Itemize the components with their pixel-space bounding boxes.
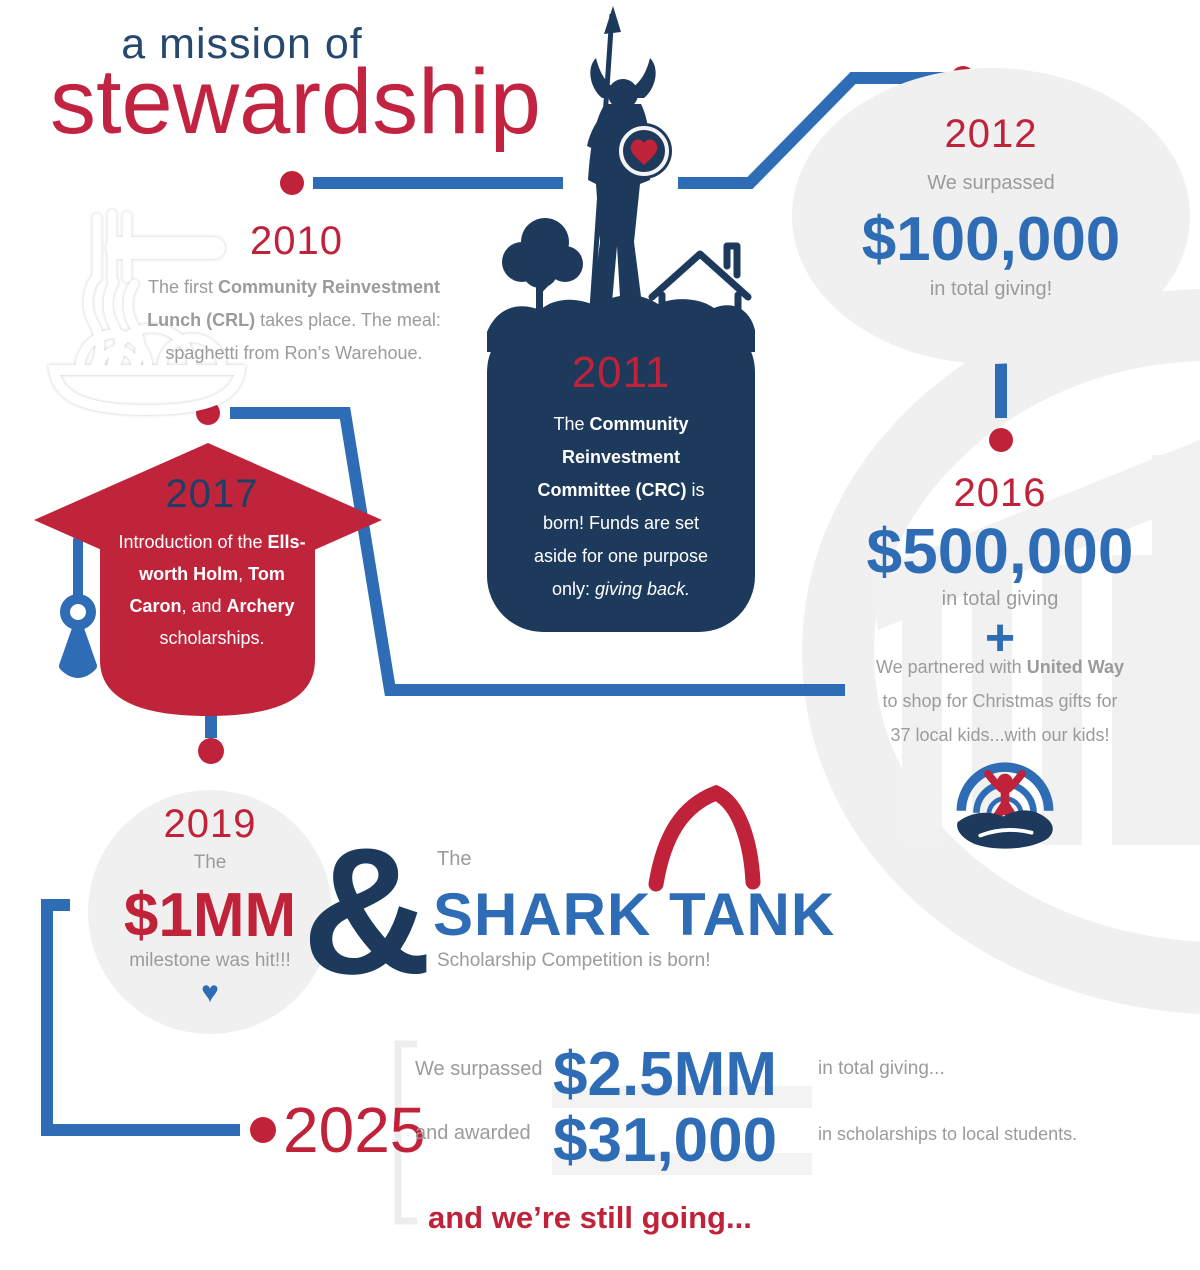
- shark-fin-icon: [648, 784, 761, 892]
- tree-icon: [502, 218, 583, 316]
- arc-ring-decoration: [801, 289, 1200, 1014]
- shark-tank-title: SHARK TANK: [433, 881, 836, 948]
- house-icon: [648, 242, 752, 338]
- year-2025: 2025: [283, 1094, 426, 1166]
- connector-2019-to-2025: [41, 899, 240, 1136]
- viking-statue-icon: [487, 6, 755, 352]
- dot-2016: [989, 428, 1013, 452]
- statue-arm: [587, 112, 613, 152]
- ampersand: &: [302, 811, 432, 1012]
- helmet-icon: [590, 58, 656, 98]
- year-2010: 2010: [250, 219, 343, 263]
- text-2012-outro: in total giving!: [929, 278, 1053, 300]
- bubble-2012: 2012 We surpassed $100,000 in total givi…: [792, 68, 1190, 364]
- text-2012-intro: We surpassed: [927, 172, 1055, 194]
- amount-2019: $1MM: [123, 881, 297, 950]
- connector-2010-to-2016: [230, 407, 845, 696]
- page-title: stewardship: [50, 51, 541, 153]
- bank-building-icon: [872, 440, 1200, 845]
- year-2012: 2012: [944, 112, 1038, 156]
- graduation-cap-icon: [34, 443, 382, 716]
- tassel-icon: [59, 535, 97, 678]
- footer-2025: and we’re still going...: [428, 1200, 752, 1235]
- title-line-1: a mission of: [121, 20, 363, 68]
- text-shark-pre: The: [437, 848, 472, 870]
- year-2017: 2017: [165, 472, 259, 516]
- amount-2025-row2: $31,000: [553, 1106, 778, 1175]
- text-2017: Introduction of the Ells-worth Holm, Tom…: [118, 532, 306, 648]
- bubble-2019: 2019 The $1MM milestone was hit!!! ♥: [88, 790, 332, 1034]
- united-way-icon: [956, 762, 1054, 849]
- connector-statue-to-2012: [678, 72, 948, 189]
- amount-2016: $500,000: [866, 515, 1134, 587]
- heart-icon: ♥: [201, 976, 219, 1009]
- year-2019: 2019: [163, 802, 257, 846]
- year-2011: 2011: [571, 348, 671, 397]
- suffix-2025-row1: in total giving...: [818, 1058, 945, 1079]
- amount-2012: $100,000: [861, 205, 1121, 274]
- highlight-bar-row2: [552, 1153, 812, 1175]
- dot-title: [280, 171, 304, 195]
- text-2016-sub: in total giving: [941, 588, 1059, 610]
- label-2025-row2: and awarded: [415, 1122, 531, 1144]
- dot-2019: [198, 738, 224, 764]
- text-2019-post: milestone was hit!!!: [129, 950, 291, 971]
- shield-heart-icon: [616, 123, 672, 179]
- highlight-bar-row1: [552, 1086, 812, 1108]
- text-shark-sub: Scholarship Competition is born!: [437, 950, 711, 971]
- spaghetti-fork-icon: [48, 209, 246, 416]
- plus-sign: +: [984, 609, 1016, 667]
- text-2019-pre: The: [193, 852, 227, 873]
- year-2016: 2016: [953, 471, 1047, 515]
- bracket-2025: [394, 1040, 417, 1225]
- amount-2025-row1: $2.5MM: [553, 1040, 777, 1109]
- dot-2025: [250, 1117, 276, 1143]
- label-2025-row1: We surpassed: [415, 1058, 543, 1080]
- suffix-2025-row2: in scholarships to local students.: [818, 1124, 1078, 1144]
